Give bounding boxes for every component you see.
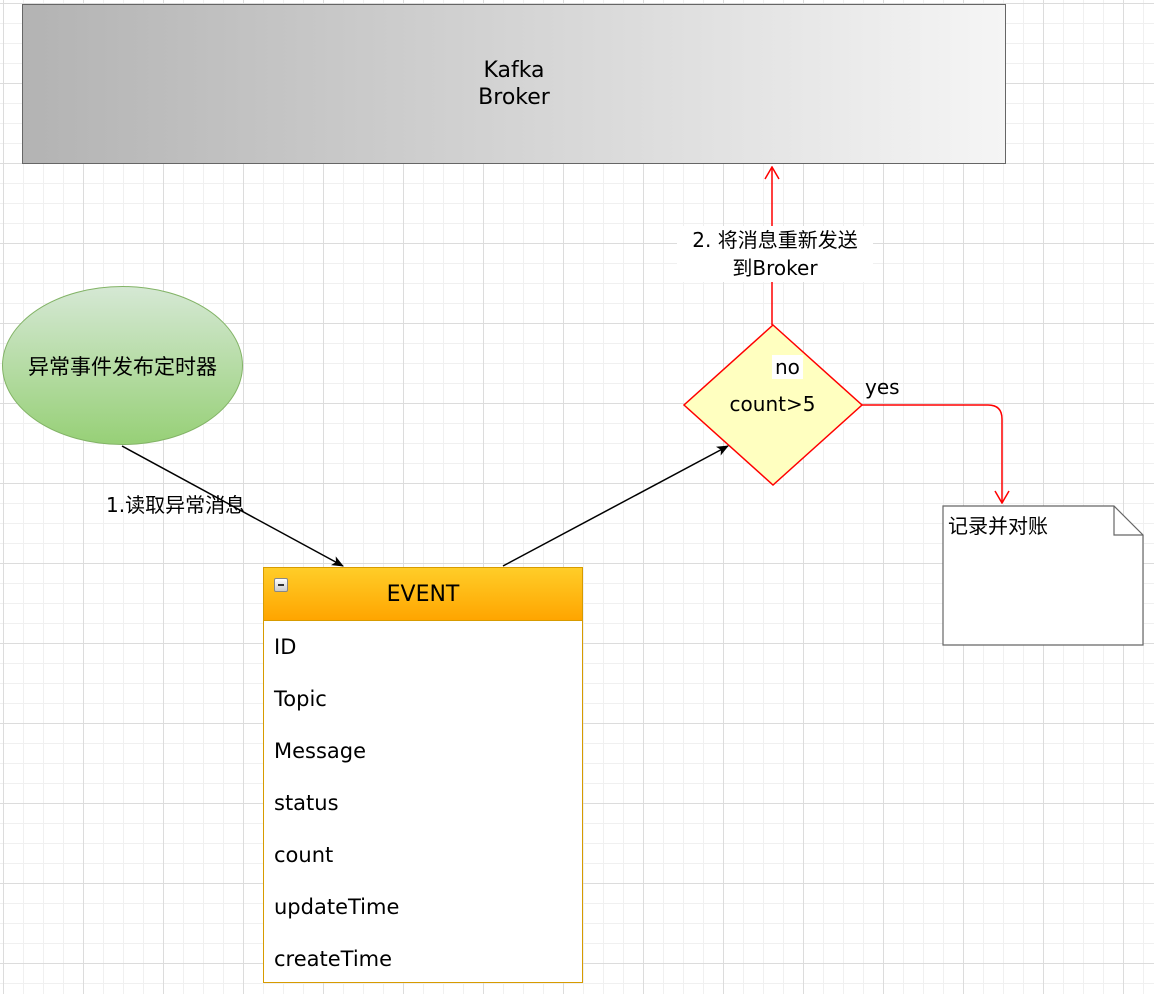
- event-field[interactable]: ID: [264, 621, 582, 673]
- collapse-icon[interactable]: [274, 578, 288, 592]
- event-field-label: Topic: [274, 687, 327, 711]
- broker-title-line1: Kafka: [483, 58, 545, 83]
- event-header: EVENT: [264, 568, 582, 621]
- resend-label-line1: 2. 将消息重新发送: [692, 228, 858, 252]
- event-field-label: updateTime: [274, 895, 400, 919]
- decision-diamond[interactable]: [682, 323, 864, 487]
- kafka-broker-box[interactable]: Kafka Broker: [22, 4, 1006, 164]
- note-label: 记录并对账: [948, 514, 1048, 538]
- timer-label: 异常事件发布定时器: [28, 354, 217, 379]
- event-field-label: count: [274, 843, 334, 867]
- event-to-decision-edge[interactable]: [502, 445, 729, 567]
- event-field-label: createTime: [274, 947, 393, 971]
- resend-edge-label: 2. 将消息重新发送 到Broker: [677, 226, 873, 282]
- event-title: EVENT: [386, 581, 460, 607]
- event-field[interactable]: status: [264, 777, 582, 829]
- yes-edge[interactable]: [862, 404, 1002, 503]
- reconcile-note[interactable]: 记录并对账: [942, 505, 1144, 646]
- broker-title-line2: Broker: [478, 85, 550, 110]
- resend-label-line2: 到Broker: [732, 256, 818, 280]
- note-shape: [942, 505, 1144, 646]
- event-field-label: ID: [274, 635, 297, 659]
- read-edge-label: 1.读取异常消息: [106, 493, 246, 517]
- event-field[interactable]: Message: [264, 725, 582, 777]
- decision-label: count>5: [729, 392, 816, 416]
- timer-ellipse[interactable]: 异常事件发布定时器: [2, 286, 243, 445]
- event-entity[interactable]: EVENT ID Topic Message status count upda…: [263, 567, 583, 983]
- event-field[interactable]: Topic: [264, 673, 582, 725]
- event-field[interactable]: updateTime: [264, 881, 582, 933]
- no-branch-label: no: [772, 355, 803, 379]
- event-field-label: Message: [274, 739, 367, 763]
- yes-branch-label: yes: [865, 375, 900, 399]
- read-edge[interactable]: [121, 445, 344, 567]
- event-field[interactable]: count: [264, 829, 582, 881]
- event-field-label: status: [274, 791, 339, 815]
- event-field[interactable]: createTime: [264, 933, 582, 985]
